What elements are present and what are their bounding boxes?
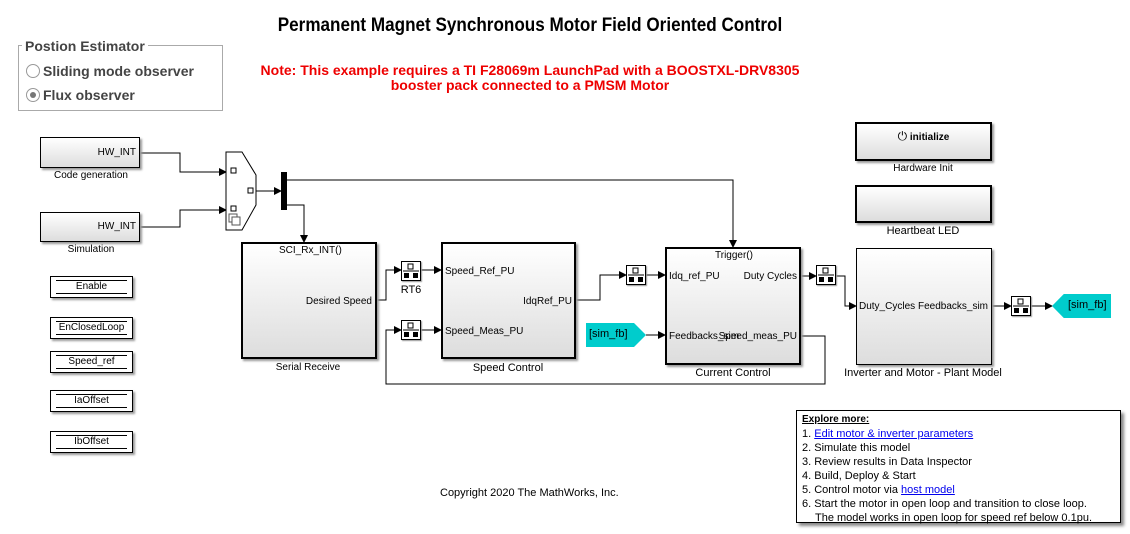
goto-tag-sim-fb[interactable]: [sim_fb] — [1052, 294, 1111, 318]
host-model-link[interactable]: host model — [901, 484, 955, 496]
port-label: Duty_Cycles — [859, 301, 916, 312]
radio-selected-icon — [26, 88, 40, 102]
explore-item: 2. Simulate this model — [802, 441, 1115, 455]
item-num: 4. — [802, 470, 815, 482]
rate-transition-block[interactable] — [401, 320, 421, 340]
port-label: Desired Speed — [305, 296, 372, 307]
hardware-init-block[interactable]: ⏻ initialize — [855, 122, 992, 161]
explore-heading: Explore more: — [802, 414, 870, 425]
hardware-note: Note: This example requires a TI F28069m… — [230, 63, 830, 93]
port-label: HW_INT — [97, 147, 136, 158]
power-icon: ⏻ — [897, 129, 908, 143]
param-iboffset[interactable]: IbOffset — [50, 431, 133, 453]
explore-item: 5. Control motor via host model — [802, 483, 1115, 497]
port-label: Speed_Meas_PU — [445, 326, 524, 337]
explore-item: 3. Review results in Data Inspector — [802, 455, 1115, 469]
block-label: Speed Control — [472, 362, 544, 374]
radio-unselected-icon — [26, 64, 40, 78]
port-label: Speed_meas_PU — [718, 331, 797, 342]
rate-transition-block[interactable] — [816, 265, 836, 285]
port-label: Feedbacks_sim — [669, 331, 740, 342]
block-label: Current Control — [695, 367, 771, 379]
radio-sliding-mode-observer[interactable]: Sliding mode observer — [26, 63, 194, 79]
heartbeat-led-block[interactable] — [855, 185, 992, 223]
port-label: Feedbacks_sim — [917, 301, 988, 312]
radio-flux-observer[interactable]: Flux observer — [26, 87, 135, 103]
item-text: Review results in Data Inspector — [814, 456, 972, 468]
item-num: 1. — [802, 428, 815, 440]
rate-transition-block[interactable] — [626, 265, 646, 285]
item-num: 5. — [802, 484, 815, 496]
port-label: HW_INT — [97, 221, 136, 232]
item-text: Simulate this model — [814, 442, 911, 454]
explore-item: 6. Start the motor in open loop and tran… — [802, 497, 1115, 511]
code-generation-block[interactable]: HW_INT — [40, 137, 140, 168]
mux-block — [281, 172, 287, 210]
port-label: Speed_Ref_PU — [445, 266, 515, 277]
port-label: Trigger() — [715, 250, 753, 261]
note-line-2: booster pack connected to a PMSM Motor — [390, 77, 670, 93]
block-label: Hardware Init — [893, 163, 953, 174]
item-text: Control motor via — [814, 484, 902, 496]
param-enable[interactable]: Enable — [50, 276, 133, 298]
item-text: Build, Deploy & Start — [814, 470, 916, 482]
item-text: The model works in open loop for speed r… — [815, 512, 1092, 524]
item-num: 6. — [802, 498, 815, 510]
copyright: Copyright 2020 The MathWorks, Inc. — [440, 487, 619, 499]
port-label: IdqRef_PU — [523, 296, 572, 307]
block-label: Inverter and Motor - Plant Model — [844, 367, 1002, 379]
note-line-1: Note: This example requires a TI F28069m… — [260, 62, 800, 78]
block-label: Heartbeat LED — [886, 225, 960, 237]
param-enclosedloop[interactable]: EnClosedLoop — [50, 317, 133, 339]
radio-label: Sliding mode observer — [43, 63, 194, 79]
param-iaoffset[interactable]: IaOffset — [50, 390, 133, 412]
block-label: Serial Receive — [275, 362, 341, 373]
position-estimator-title: Postion Estimator — [22, 38, 148, 54]
init-text: initialize — [909, 132, 950, 143]
block-label: Simulation — [67, 244, 115, 255]
param-speed-ref[interactable]: Speed_ref — [50, 351, 133, 373]
item-text: Start the motor in open loop and transit… — [814, 498, 1087, 510]
edit-parameters-link[interactable]: Edit motor & inverter parameters — [814, 428, 974, 440]
explore-item: 4. Build, Deploy & Start — [802, 469, 1115, 483]
rate-transition-block[interactable] — [401, 261, 421, 281]
plant-model-block[interactable]: Duty_Cycles Feedbacks_sim — [856, 248, 992, 365]
current-control-block[interactable]: Trigger() Idq_ref_PU Feedbacks_sim Duty … — [665, 247, 801, 365]
rate-transition-block[interactable] — [1011, 296, 1031, 316]
serial-receive-block[interactable]: SCI_Rx_INT() Desired Speed — [241, 242, 377, 359]
item-num: 3. — [802, 456, 815, 468]
block-label: RT6 — [400, 284, 422, 296]
port-label: Idq_ref_PU — [669, 271, 720, 282]
speed-control-block[interactable]: Speed_Ref_PU Speed_Meas_PU IdqRef_PU — [441, 242, 576, 359]
explore-more-box: Explore more: 1. Edit motor & inverter p… — [796, 410, 1121, 525]
from-tag-sim-fb[interactable]: [sim_fb] — [586, 323, 646, 347]
model-title: Permanent Magnet Synchronous Motor Field… — [277, 15, 783, 36]
port-label: Duty Cycles — [743, 271, 797, 282]
explore-item: 1. Edit motor & inverter parameters — [802, 427, 1115, 441]
radio-label: Flux observer — [43, 87, 135, 103]
block-label: Code generation — [54, 170, 128, 181]
simulation-block[interactable]: HW_INT — [40, 212, 140, 242]
explore-item: The model works in open loop for speed r… — [802, 511, 1115, 525]
item-num: 2. — [802, 442, 815, 454]
port-label: SCI_Rx_INT() — [279, 245, 342, 256]
